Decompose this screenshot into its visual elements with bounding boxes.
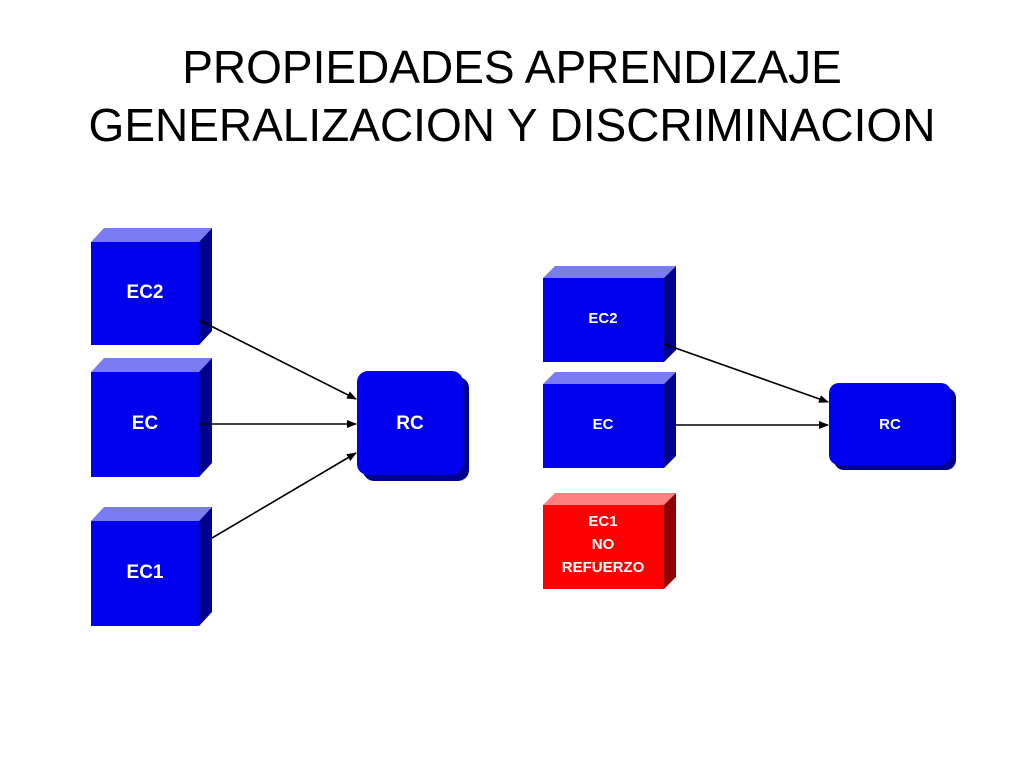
right-arrow-ec2-rc: [663, 343, 829, 403]
title-line-1: PROPIEDADES APRENDIZAJE: [182, 41, 842, 93]
left-arrow-ec2-rc: [198, 319, 357, 400]
right-ec-block: EC: [543, 372, 676, 468]
right-rc-block: RC: [829, 383, 956, 470]
left-ec1-label: EC1: [127, 562, 164, 583]
right-rc-label: RC: [879, 416, 901, 433]
right-ec1-block: EC1 NO REFUERZO: [543, 493, 676, 589]
title-line-2: GENERALIZACION Y DISCRIMINACION: [88, 99, 936, 151]
right-ec2-label: EC2: [588, 310, 617, 327]
left-ec-label: EC: [132, 413, 159, 434]
slide-title: PROPIEDADES APRENDIZAJE GENERALIZACION Y…: [0, 38, 1024, 154]
right-ec2-block: EC2: [543, 266, 676, 362]
left-ec2-block: EC2: [91, 228, 212, 345]
left-rc-label: RC: [396, 413, 424, 434]
right-ec1-label-1: EC1: [588, 513, 617, 530]
right-ec1-label-2: NO: [592, 536, 615, 553]
right-ec1-label-3: REFUERZO: [562, 559, 645, 576]
left-rc-block: RC: [357, 371, 469, 481]
left-ec-block: EC: [91, 358, 212, 477]
right-ec-label: EC: [593, 416, 614, 433]
left-arrow-ec1-rc: [211, 452, 357, 539]
left-ec1-block: EC1: [91, 507, 212, 626]
left-ec2-label: EC2: [127, 282, 164, 303]
